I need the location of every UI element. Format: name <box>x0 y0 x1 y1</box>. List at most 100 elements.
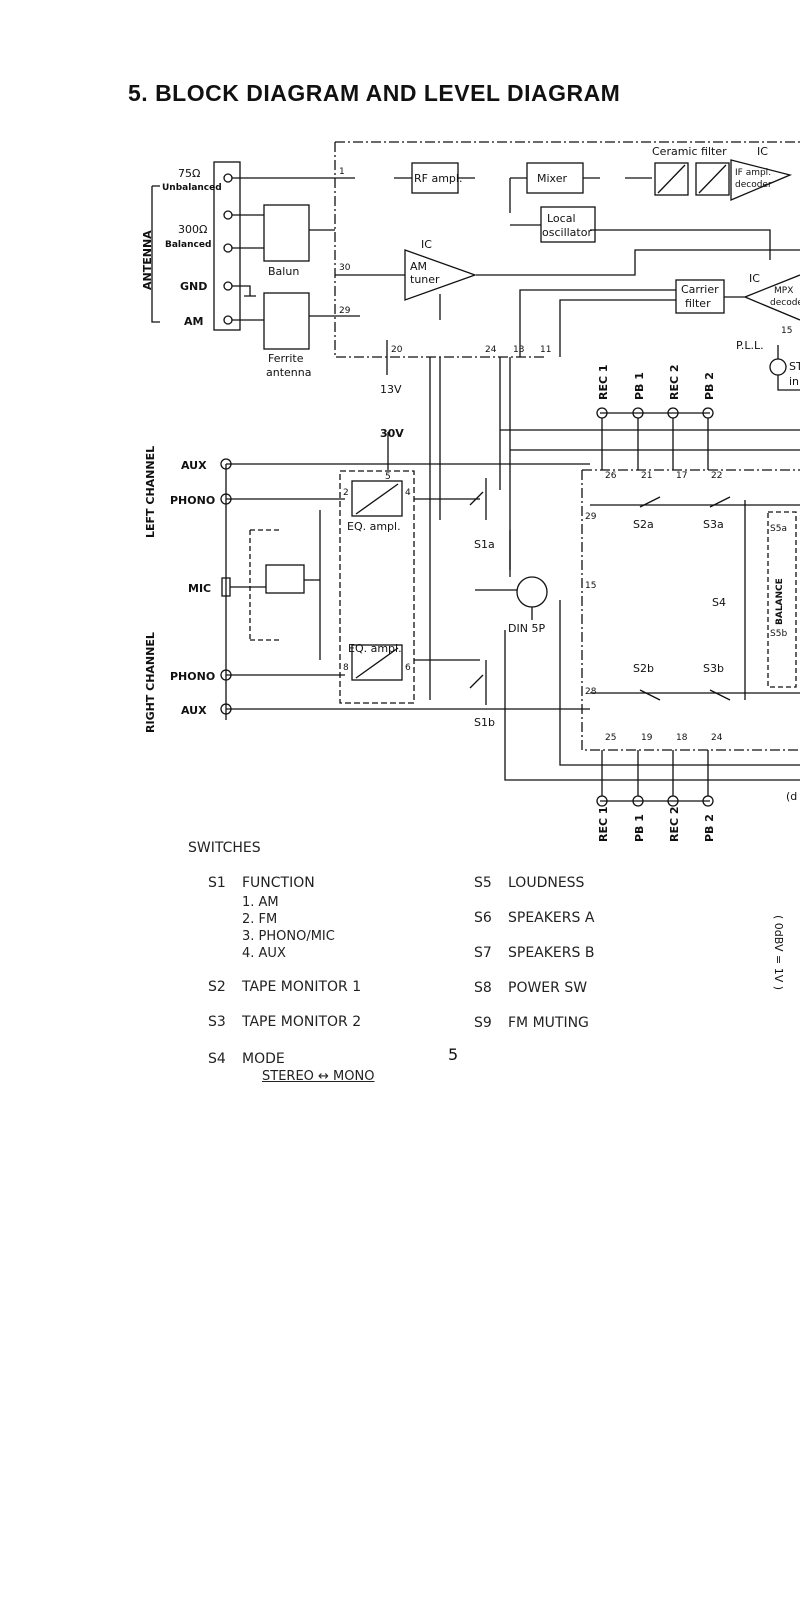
s2a-label: S2a <box>633 518 654 531</box>
s3b-label: S3b <box>703 662 724 675</box>
s1b-label: S1b <box>474 716 495 729</box>
local-osc-label-1: Local <box>547 212 576 225</box>
switch-code: S1 <box>208 875 226 891</box>
eq-ampl-left-label: EQ. ampl. <box>347 520 401 533</box>
switches-heading: SWITCHES <box>188 840 261 856</box>
if-ic-label: IC <box>757 145 768 158</box>
pin-28: 28 <box>585 687 597 697</box>
switch-name: TAPE MONITOR 2 <box>242 1014 362 1030</box>
switch-s2: S2 TAPE MONITOR 1 <box>208 979 361 995</box>
phono-right-label: PHONO <box>170 670 215 683</box>
right-channel-label: RIGHT CHANNEL <box>144 632 157 733</box>
s2b-label: S2b <box>633 662 654 675</box>
s1-option-am: 1. AM <box>242 895 279 910</box>
switch-name: TAPE MONITOR 1 <box>242 979 362 995</box>
jack-pb1-bottom: PB 1 <box>633 814 646 842</box>
switch-name: FUNCTION <box>242 875 315 891</box>
s4-label: S4 <box>712 596 726 609</box>
jack-rec1-bottom: REC 1 <box>597 806 610 842</box>
pin-26: 26 <box>605 471 617 481</box>
level-note: ( 0dBV = 1V ) <box>772 915 785 991</box>
s4-mode-option: STEREO ↔ MONO <box>262 1069 375 1084</box>
s1-option-aux: 4. AUX <box>242 946 286 961</box>
jack-pb2-top: PB 2 <box>703 372 716 400</box>
if-ampl-label-2: decoder <box>735 180 772 190</box>
ferrite-label-2: antenna <box>266 366 311 379</box>
switch-s5: S5 LOUDNESS <box>474 875 584 891</box>
pin-13: 13 <box>513 345 524 355</box>
switch-s7: S7 SPEAKERS B <box>474 945 594 961</box>
switch-name: LOUDNESS <box>508 875 585 891</box>
switch-code: S4 <box>208 1051 226 1067</box>
pin-15-tape: 15 <box>585 581 596 591</box>
s5a-label: S5a <box>770 524 787 534</box>
din-label: DIN 5P <box>508 622 545 635</box>
pll-label: P.L.L. <box>736 339 764 352</box>
jack-rec1-top: REC 1 <box>597 364 610 400</box>
switch-s1: S1 FUNCTION <box>208 875 315 891</box>
ceramic-filter-label: Ceramic filter <box>652 145 727 158</box>
s1a-label: S1a <box>474 538 495 551</box>
pin-21: 21 <box>641 471 652 481</box>
s1-option-phono: 3. PHONO/MIC <box>242 929 335 944</box>
balance-label: BALANCE <box>775 578 785 625</box>
s5b-label: S5b <box>770 629 787 639</box>
pin-22: 22 <box>711 471 722 481</box>
pin-6: 6 <box>405 663 411 673</box>
phono-left-label: PHONO <box>170 494 215 507</box>
switch-code: S5 <box>474 875 492 891</box>
mpx-label-1: MPX <box>774 286 793 296</box>
mpx-ic-label: IC <box>749 272 760 285</box>
ferrite-label-1: Ferrite <box>268 352 304 365</box>
antenna-am-label: AM <box>184 315 203 328</box>
jack-rec2-top: REC 2 <box>668 364 681 400</box>
antenna-300-label: 300Ω <box>178 223 207 236</box>
pin-11: 11 <box>540 345 551 355</box>
switch-name: SPEAKERS B <box>508 945 595 961</box>
switch-code: S8 <box>474 980 492 996</box>
st-label-1: ST <box>789 360 800 373</box>
antenna-balanced-label: Balanced <box>165 240 211 250</box>
v13-label: 13V <box>380 383 402 396</box>
local-osc-label-2: oscillator <box>542 226 592 239</box>
carrier-filter-label-2: filter <box>685 297 711 310</box>
pin-2: 2 <box>343 488 349 498</box>
pin-25: 25 <box>605 733 616 743</box>
antenna-gnd-label: GND <box>180 280 207 293</box>
switch-name: MODE <box>242 1051 285 1067</box>
am-tuner-label-1: AM <box>410 260 427 273</box>
switch-code: S2 <box>208 979 226 995</box>
switch-code: S9 <box>474 1015 492 1031</box>
s3a-label: S3a <box>703 518 724 531</box>
left-channel-label: LEFT CHANNEL <box>144 446 157 538</box>
jack-pb2-bottom: PB 2 <box>703 814 716 842</box>
pin-24-tape: 24 <box>711 733 723 743</box>
rf-ampl-label: RF ampl. <box>414 172 462 185</box>
pin-5: 5 <box>385 472 391 482</box>
antenna-75-label: 75Ω <box>178 167 200 180</box>
v30-label: 30V <box>380 427 404 440</box>
mic-label: MIC <box>188 582 211 595</box>
eq-ampl-right-label: EQ. ampl. <box>348 642 402 655</box>
page-title: 5. BLOCK DIAGRAM AND LEVEL DIAGRAM <box>128 80 621 106</box>
switch-code: S6 <box>474 910 492 926</box>
aux-left-label: AUX <box>181 459 207 472</box>
pin-29-tape: 29 <box>585 512 597 522</box>
antenna-unbalanced-label: Unbalanced <box>162 183 222 193</box>
s1-option-fm: 2. FM <box>242 912 278 927</box>
switch-name: SPEAKERS A <box>508 910 595 926</box>
pin-29: 29 <box>339 306 351 316</box>
switch-code: S3 <box>208 1014 226 1030</box>
page-number: 5 <box>448 1045 459 1064</box>
am-ic-label: IC <box>421 238 432 251</box>
pin-30: 30 <box>339 263 351 273</box>
pin-17: 17 <box>676 471 687 481</box>
pin-24: 24 <box>485 345 497 355</box>
jack-rec2-bottom: REC 2 <box>668 806 681 842</box>
am-tuner-label-2: tuner <box>410 273 440 286</box>
pin-15: 15 <box>781 326 792 336</box>
switch-code: S7 <box>474 945 492 961</box>
